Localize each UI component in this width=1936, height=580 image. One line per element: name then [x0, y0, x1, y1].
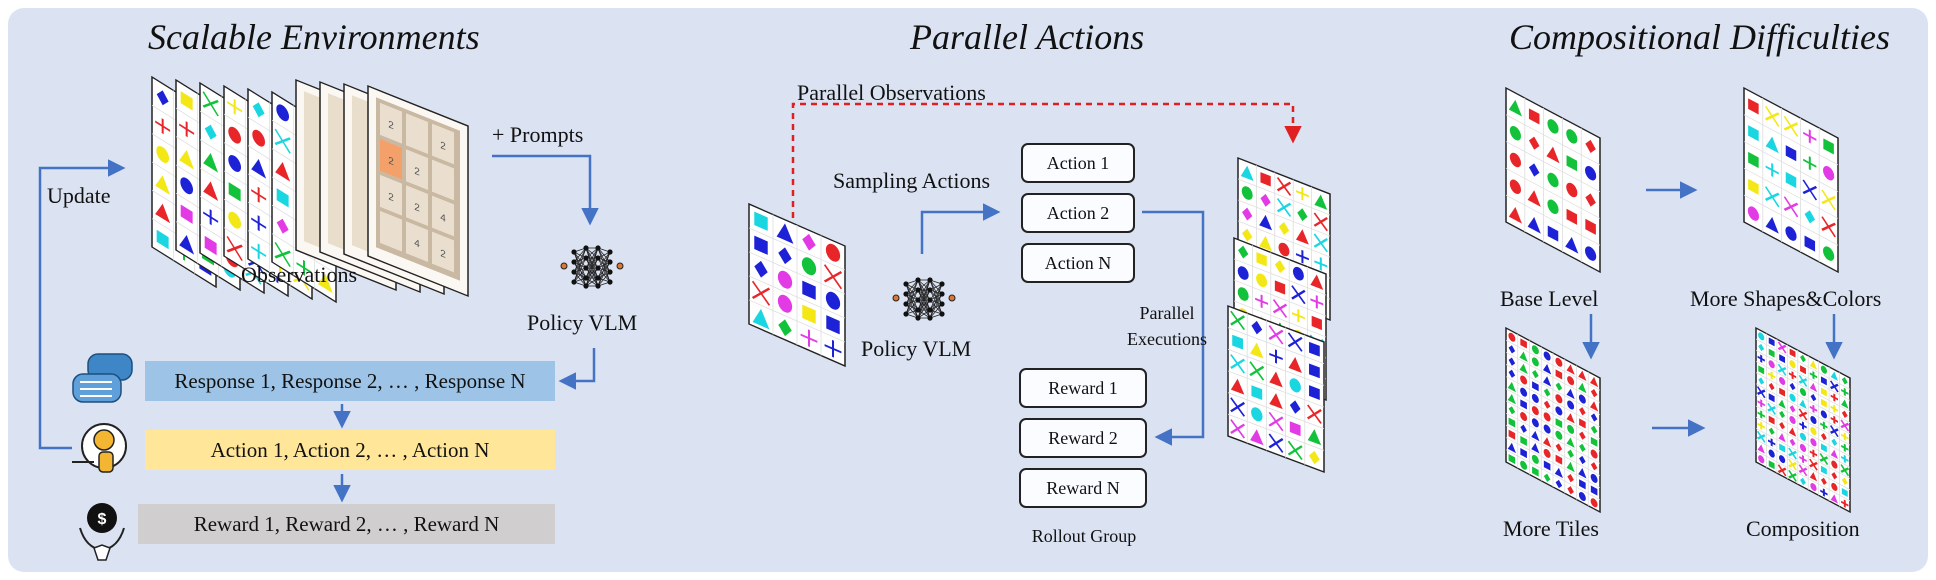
action-box-n: Action N: [1021, 243, 1135, 283]
section-title-parallel-actions: Parallel Actions: [910, 17, 1145, 57]
reward-medal-icon: $: [79, 503, 125, 561]
action-bar: Action 1, Action 2, … , Action N: [145, 430, 555, 470]
update-arrow: [38, 159, 126, 450]
more-tiles-board: [1505, 326, 1601, 514]
reward-box-1: Reward 1: [1019, 368, 1147, 408]
policy-vlm-label-left: Policy VLM: [527, 310, 638, 335]
more-tiles-label: More Tiles: [1503, 516, 1599, 541]
sampling-actions-arrow: [920, 203, 1001, 254]
parallel-observations-label: Parallel Observations: [797, 80, 986, 105]
parallel-observations-arrow: [791, 102, 1302, 218]
game-2048-board: 2 2 2 2 4 2 2 2 4: [367, 84, 469, 298]
reward-bar: Reward 1, Reward 2, … , Reward N: [138, 504, 555, 544]
game-2048-tile: 4: [440, 212, 446, 225]
gear-hand-icon: [72, 423, 127, 473]
input-observation-board: [748, 202, 846, 368]
observations-label: Observations: [241, 262, 358, 287]
section-title-scalable-environments: Scalable Environments: [148, 17, 480, 57]
policy-network-icon-middle: [892, 277, 956, 321]
parallel-env-board-3: [1227, 304, 1325, 474]
more-shapes-colors-label: More Shapes&Colors: [1690, 286, 1882, 311]
policy-network-icon-left: [560, 245, 624, 289]
rollout-group-label: Rollout Group: [1031, 526, 1137, 546]
game-2048-tile: 4: [414, 238, 420, 251]
reward-box-2: Reward 2: [1019, 418, 1147, 458]
more-shapes-colors-board: [1743, 86, 1839, 274]
response-bar: Response 1, Response 2, … , Response N: [145, 361, 555, 401]
policy-vlm-label-middle: Policy VLM: [861, 336, 972, 361]
update-label: Update: [47, 183, 111, 208]
composition-label: Composition: [1746, 516, 1860, 541]
base-level-label: Base Level: [1500, 286, 1599, 311]
chat-bubbles-icon: [72, 353, 133, 403]
game-2048-tile: 2: [414, 166, 420, 179]
svg-text:$: $: [98, 511, 107, 528]
prompts-arrow: [492, 154, 599, 226]
policy-to-response-arrow: [558, 348, 596, 390]
game-2048-tile: 2: [440, 248, 446, 261]
game-2048-tile: 2: [414, 202, 420, 215]
parallel-executions-label: Parallel Executions: [1127, 303, 1207, 349]
game-2048-tile: 2: [388, 155, 394, 168]
reward-box-n: Reward N: [1019, 468, 1147, 508]
base-level-board: [1505, 86, 1601, 274]
section-title-compositional-difficulties: Compositional Difficulties: [1509, 17, 1891, 57]
game-2048-tile: 2: [388, 191, 394, 204]
parallel-executions-arrow: [1142, 210, 1205, 446]
composition-board: [1755, 326, 1851, 514]
prompts-label: + Prompts: [492, 122, 584, 147]
action-box-1: Action 1: [1021, 143, 1135, 183]
game-2048-tile: 2: [388, 119, 394, 132]
game-2048-tile: 2: [440, 140, 446, 153]
action-box-2: Action 2: [1021, 193, 1135, 233]
sampling-actions-label: Sampling Actions: [833, 168, 991, 193]
